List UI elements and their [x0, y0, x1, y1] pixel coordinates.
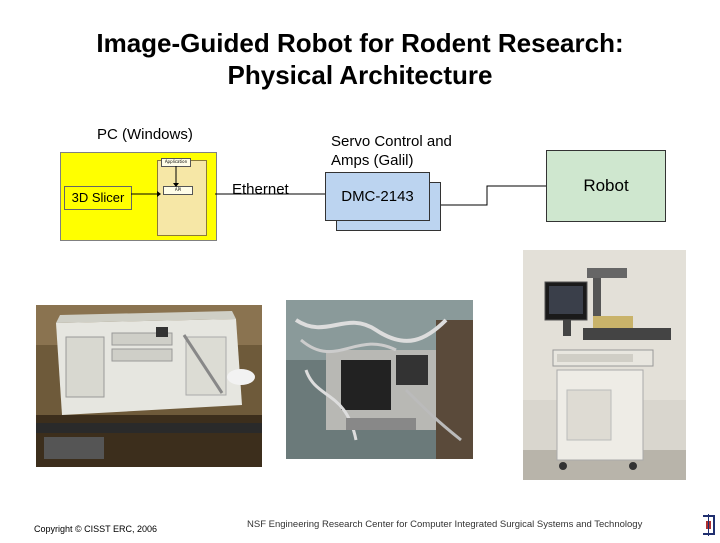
ethernet-label: Ethernet	[232, 180, 289, 199]
app-api-arrowhead	[173, 183, 179, 187]
robot-cart-photo	[523, 250, 686, 480]
cisst-logo-icon	[700, 512, 718, 538]
pc-computer-photo	[36, 305, 262, 467]
dmc-box: DMC-2143	[325, 172, 430, 221]
copyright-text: Copyright © CISST ERC, 2006	[34, 523, 157, 535]
slicer-api-arrowhead	[157, 191, 161, 197]
robot-box: Robot	[546, 150, 666, 222]
organization-text: NSF Engineering Research Center for Comp…	[247, 519, 642, 531]
controller-robot-line	[440, 186, 546, 205]
servo-controller-photo	[286, 300, 473, 459]
